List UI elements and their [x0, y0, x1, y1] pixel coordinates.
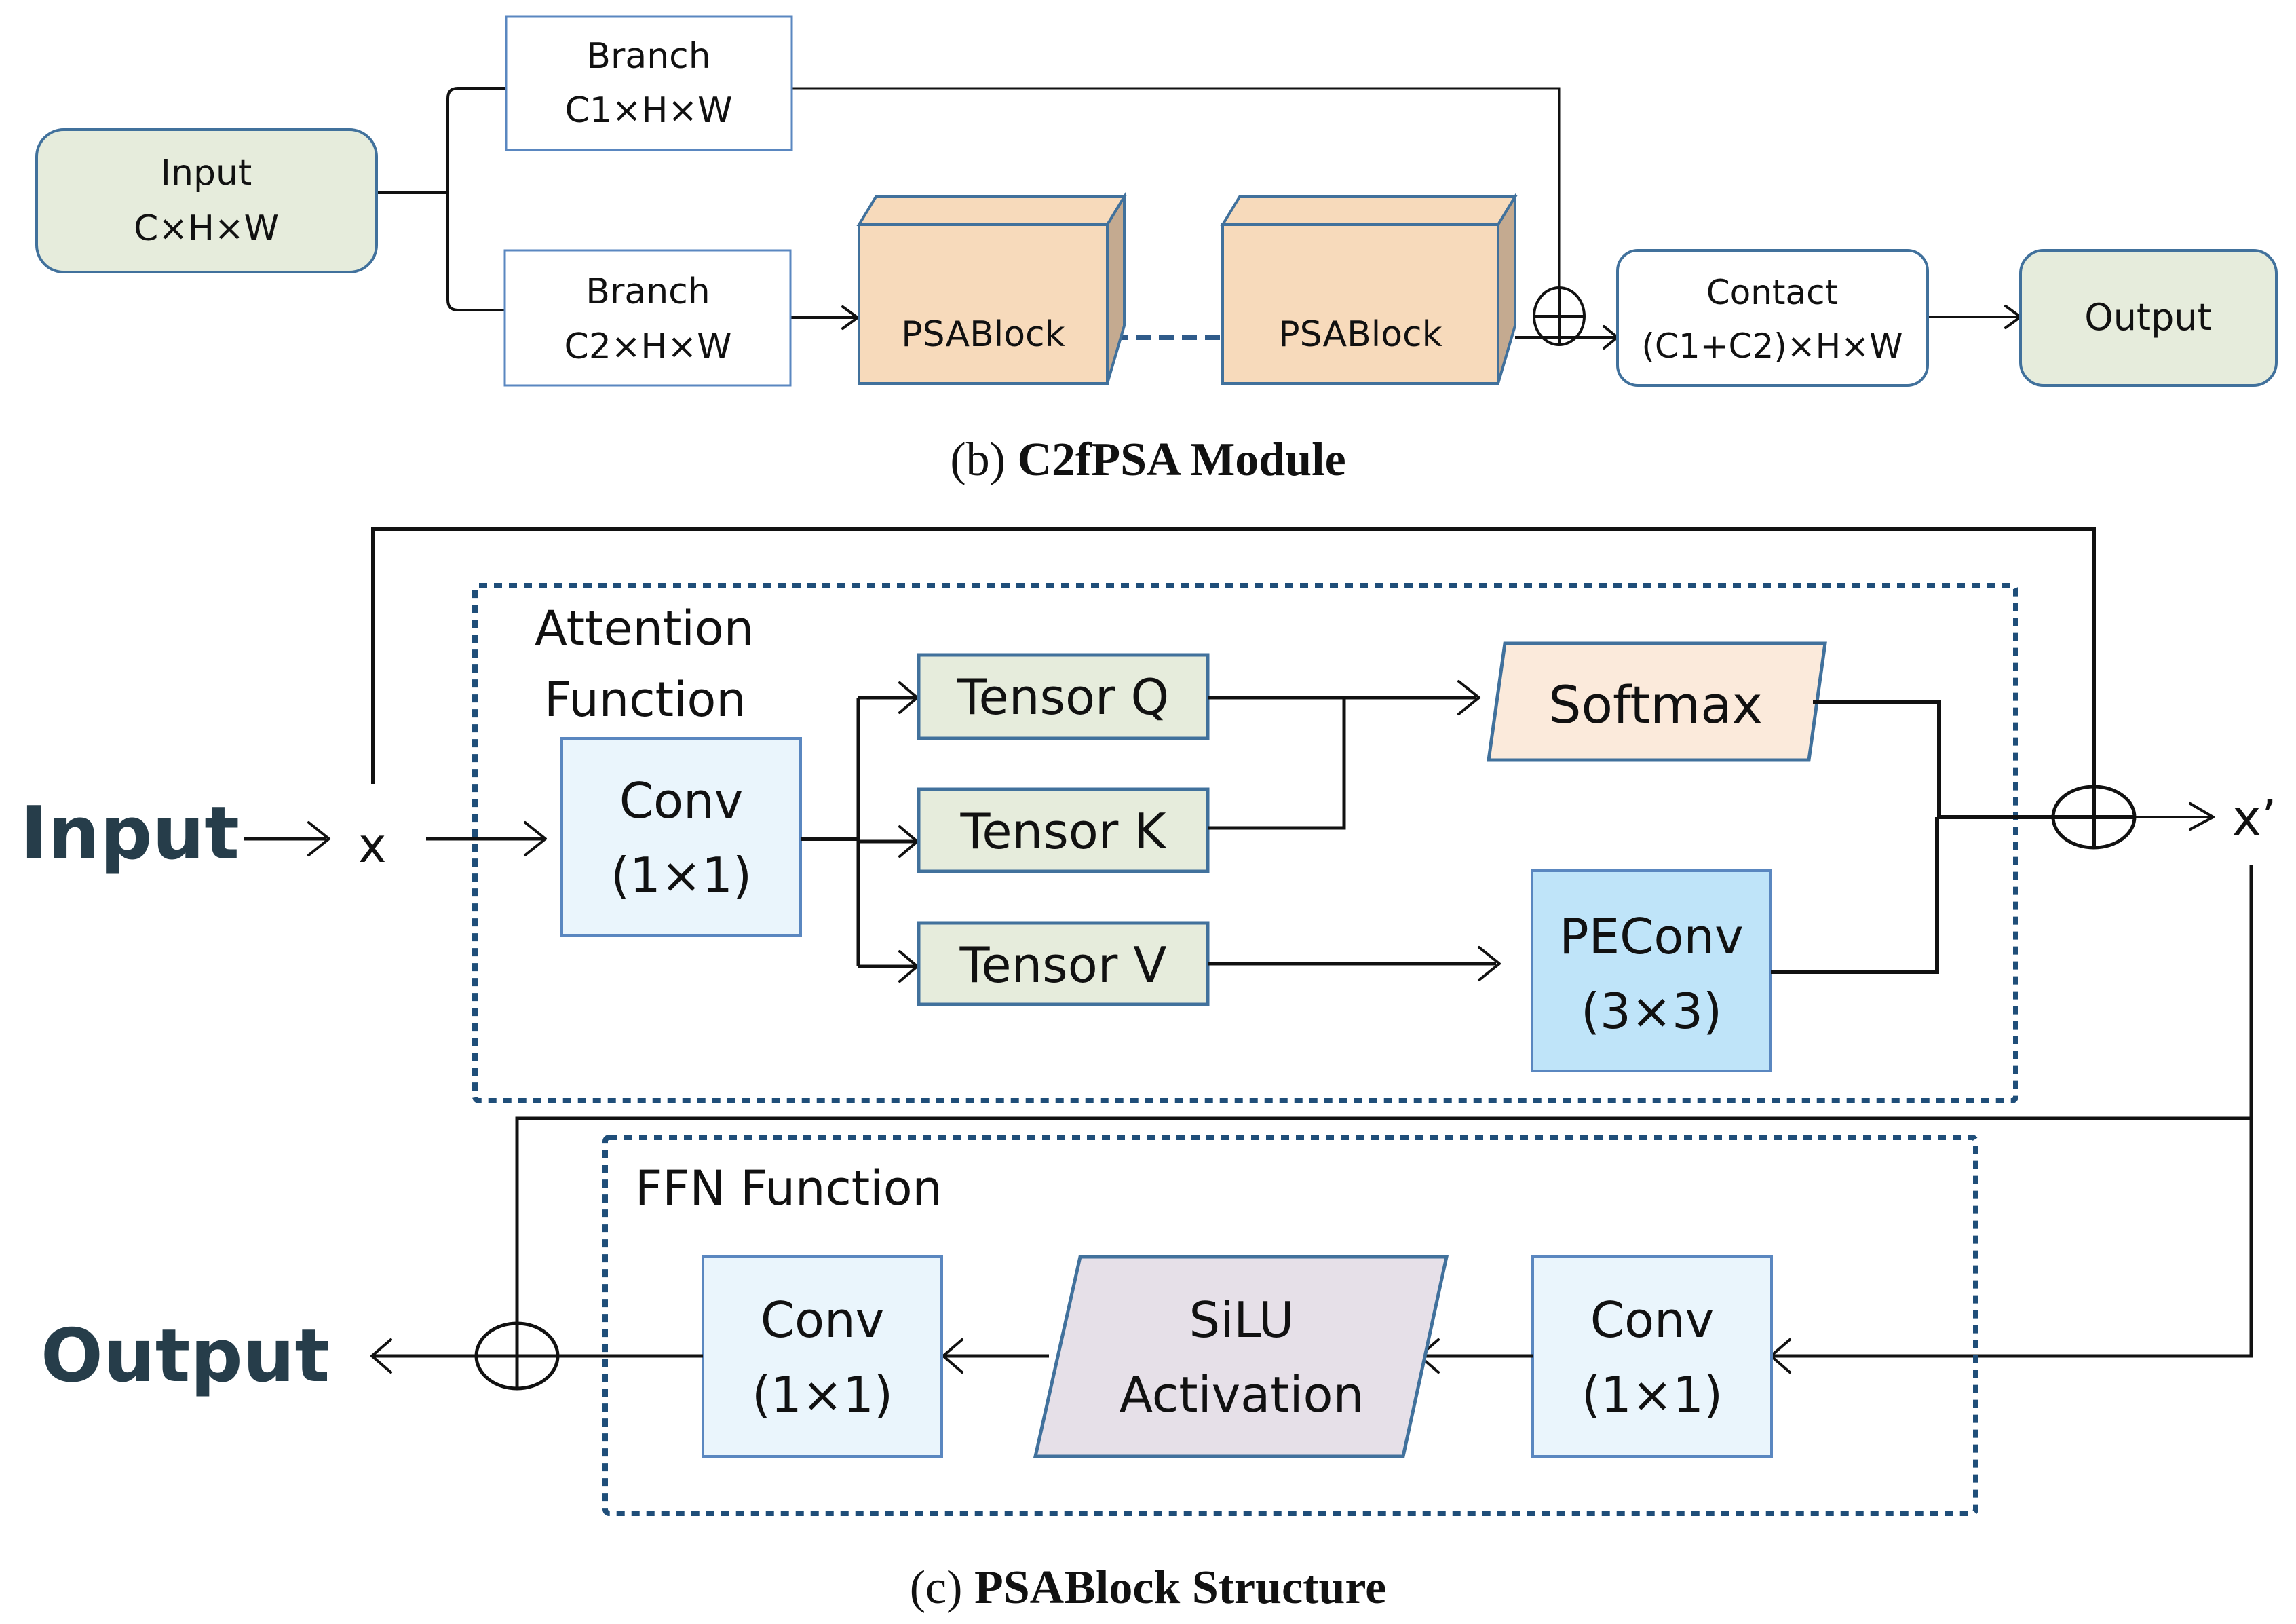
split-bracket-line	[446, 87, 506, 311]
x-prime-label: x’	[2232, 789, 2277, 846]
branch1-shape: C1×H×W	[565, 90, 732, 131]
ffn-conv-out-kernel: (1×1)	[752, 1366, 893, 1423]
psablock-2: PSABlock	[1220, 191, 1518, 385]
ffn-conv-in-node: Conv (1×1)	[1531, 1255, 1773, 1458]
xprime-down-line	[1772, 865, 2253, 1358]
ffn-conv-in-kernel: (1×1)	[1582, 1366, 1723, 1423]
tensor-q-label: Tensor Q	[957, 668, 1169, 725]
c2fpsa-module: Input C×H×W Branch C1×H×W Branch C2×H×W …	[35, 15, 2278, 486]
branch1-node: Branch C1×H×W	[505, 15, 793, 151]
attention-conv-node: Conv (1×1)	[560, 737, 802, 937]
contact-shape: (C1+C2)×H×W	[1641, 326, 1902, 366]
ffn-conv-out-node: Conv (1×1)	[702, 1255, 943, 1458]
arrowhead	[307, 821, 330, 856]
caption-c: (c) PSABlock Structure	[910, 1562, 1387, 1614]
output-label: Output	[41, 1314, 330, 1399]
caption-b: (b) C2fPSA Module	[950, 434, 1345, 486]
tensor-k-node: Tensor K	[917, 787, 1210, 873]
caption-b-title: C2fPSA Module	[1017, 434, 1345, 486]
output-node-label: Output	[2084, 296, 2212, 339]
psablock-1-label: PSABlock	[901, 314, 1065, 355]
arrowhead	[1457, 680, 1480, 715]
input-node-label: Input	[161, 153, 252, 193]
softmax-label: Softmax	[1548, 675, 1763, 735]
psablock-2-label: PSABlock	[1278, 314, 1442, 355]
branch2-node: Branch C2×H×W	[503, 249, 792, 387]
silu-label: SiLU	[1189, 1291, 1295, 1348]
softmax-node: Softmax	[1487, 641, 1827, 762]
caption-b-prefix: (b)	[950, 434, 1017, 486]
ffn-residual-line	[515, 1116, 2251, 1378]
peconv-kernel: (3×3)	[1581, 983, 1722, 1040]
arrowhead	[524, 821, 547, 856]
silu-activation: Activation	[1120, 1366, 1364, 1423]
branch2-label: Branch	[586, 271, 710, 312]
arrowhead	[370, 1338, 392, 1374]
caption-c-title: PSABlock Structure	[974, 1562, 1386, 1614]
tensor-v-label: Tensor V	[959, 937, 1167, 994]
silu-node: SiLU Activation	[1033, 1255, 1449, 1458]
branch1-to-sum-line	[792, 87, 1561, 320]
x-label: x	[358, 818, 386, 873]
attention-residual-line	[371, 527, 2096, 821]
attention-title-line1: Attention	[535, 601, 754, 656]
ffn-conv-in-label: Conv	[1590, 1291, 1715, 1348]
attention-conv-label: Conv	[619, 772, 744, 829]
input-label: Input	[20, 791, 240, 876]
contact-label: Contact	[1706, 273, 1839, 312]
softmax-out-line	[1813, 700, 1941, 817]
ffn-conv-out-label: Conv	[761, 1291, 885, 1348]
ffn-title: FFN Function	[635, 1160, 942, 1216]
attention-function-box	[472, 583, 2018, 1103]
input-node: Input C×H×W	[35, 128, 378, 273]
arrowhead	[2189, 802, 2215, 831]
attention-sum-operator-icon	[2051, 785, 2137, 850]
contact-node: Contact (C1+C2)×H×W	[1616, 249, 1929, 387]
arrowhead	[1478, 946, 1501, 981]
output-node: Output	[2019, 249, 2278, 387]
peconv-label: PEConv	[1559, 908, 1743, 965]
psablock-structure: Input x Attention Function Conv (1×1) Te…	[20, 527, 2277, 1614]
branch1-label: Branch	[586, 36, 710, 77]
k-merge-line	[1208, 698, 1346, 830]
branch2-shape: C2×H×W	[564, 326, 731, 367]
tensor-v-node: Tensor V	[917, 921, 1210, 1006]
input-node-shape: C×H×W	[134, 208, 279, 249]
tensor-q-node: Tensor Q	[917, 653, 1210, 740]
peconv-node: PEConv (3×3)	[1531, 869, 1772, 1072]
attention-title-line2: Function	[544, 672, 746, 728]
ffn-sum-operator-icon	[474, 1321, 560, 1391]
attention-conv-kernel: (1×1)	[611, 847, 752, 904]
peconv-out-line	[1771, 817, 1939, 974]
psablock-1: PSABlock	[856, 191, 1127, 385]
caption-c-prefix: (c)	[910, 1562, 974, 1614]
tensor-k-label: Tensor K	[960, 803, 1168, 860]
sum-operator-icon	[1533, 286, 1586, 346]
ffn-function-box	[602, 1135, 1978, 1516]
